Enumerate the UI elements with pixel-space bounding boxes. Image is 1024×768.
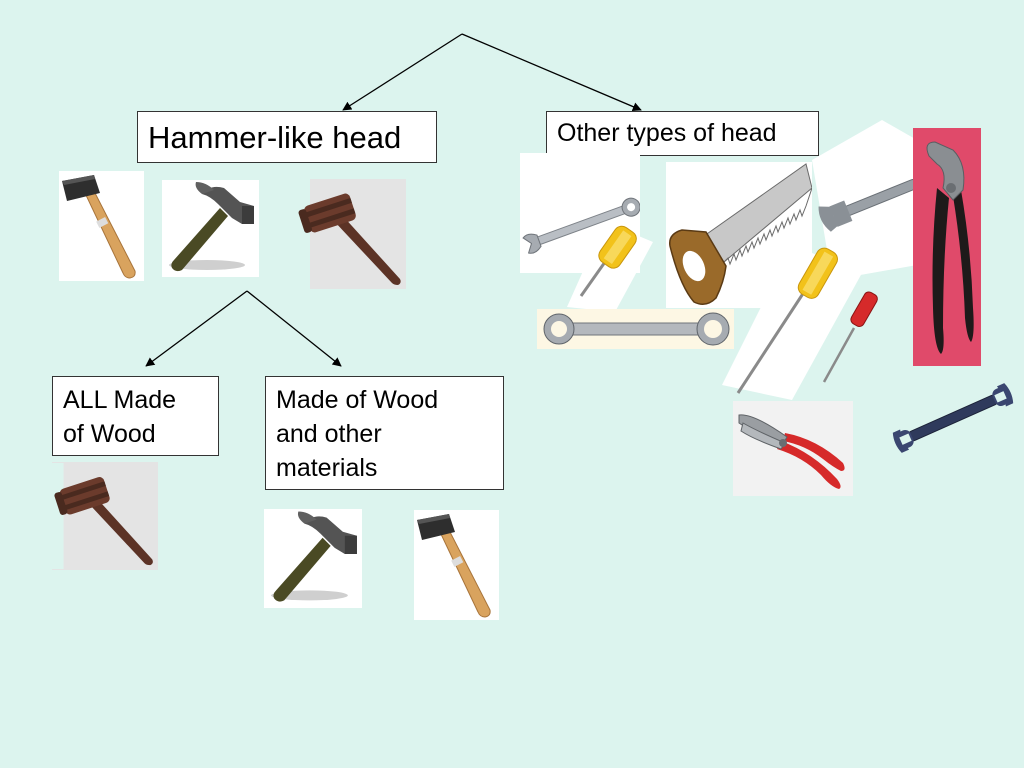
wood-and-other-line3: materials [276,453,378,482]
rubber-mallet-icon [59,171,144,281]
all-made-of-wood-line1: ALL Made [63,386,177,414]
connector-root-to-other-types [461,33,642,111]
wood-and-other-line2: and other [276,419,382,448]
all-made-of-wood-line2: of Wood [63,419,156,448]
slip-joint-pliers-icon [733,401,853,496]
combination-spanner-icon [537,309,734,349]
gavel-icon [52,462,158,570]
open-end-wrench-icon [890,383,1016,453]
screwdriver-icon [818,290,884,386]
claw-hammer-icon [264,509,362,608]
connector-hammer-to-all-wood [145,290,248,367]
other-types-of-head-label: Other types of head [557,119,777,147]
connector-hammer-to-mixed [246,290,342,367]
connector-root-to-hammer-like [342,33,463,111]
screwdriver-icon [722,245,862,400]
gavel-icon [296,179,406,289]
other-types-of-head-box: Other types of head [546,111,819,156]
adjustable-wrench-icon [812,120,917,280]
hammer-like-head-label: Hammer-like head [148,120,402,155]
wood-and-other-line1: Made of Wood [276,386,439,414]
all-made-of-wood-box: ALL Made of Wood [52,376,219,456]
water-pump-pliers-icon [913,128,981,366]
screwdriver-icon [555,212,655,312]
wood-and-other-materials-box: Made of Wood and other materials [265,376,504,490]
rubber-mallet-icon [414,510,499,620]
claw-hammer-icon [162,180,259,277]
hammer-like-head-box: Hammer-like head [137,111,437,163]
